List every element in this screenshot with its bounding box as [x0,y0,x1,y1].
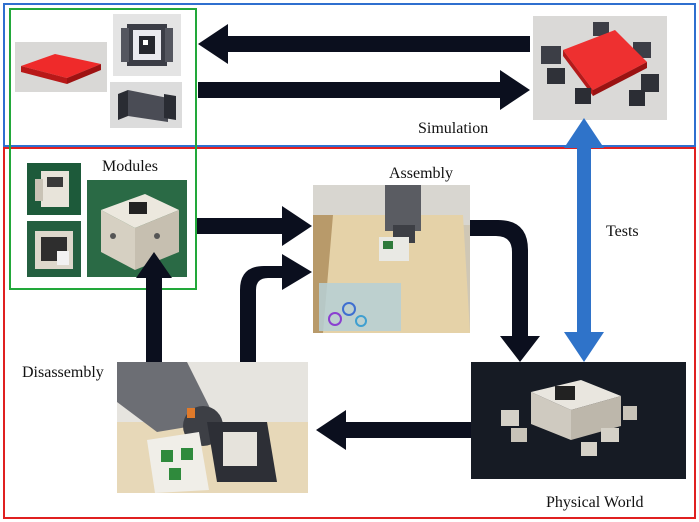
physical-world-label: Physical World [546,494,644,511]
tests-label: Tests [606,223,639,240]
modules-label: Modules [102,158,158,175]
disassembly-label: Disassembly [22,364,104,381]
arrow-disassembly-to-assembly [240,254,312,362]
modules-frame [9,8,197,290]
sim-module-image [113,14,181,76]
arrow-assembly-to-physical [470,220,540,362]
physical-world-frame [3,147,696,519]
sim-plate-image [15,42,107,92]
arrow-tests [564,118,604,362]
module-photo-1 [27,163,81,215]
module-photo-2 [27,221,81,277]
simulation-frame [3,3,696,147]
assembly-label: Assembly [389,165,453,182]
sim-connector-image [110,82,182,128]
disassembly-photo [117,362,308,493]
sim-assembly-image [533,16,667,120]
physical-world-photo [471,362,686,479]
simulation-label: Simulation [418,120,489,137]
arrow-sim-to-modules [198,24,530,64]
module-photo-3 [87,180,187,277]
arrow-physical-to-disassembly [316,410,471,450]
arrow-modules-to-sim [198,70,530,110]
arrow-modules-to-assembly [197,206,312,246]
assembly-photo [313,185,470,333]
arrow-disassembly-to-modules [136,252,172,362]
